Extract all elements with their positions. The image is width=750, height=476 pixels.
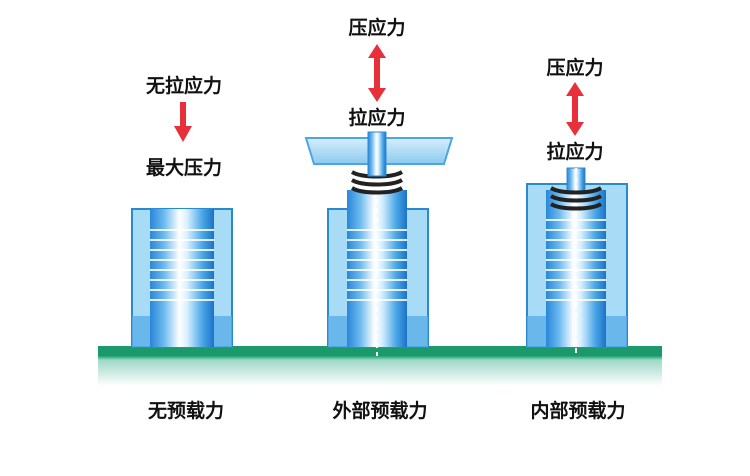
- label-mid-pressure: 压应力: [348, 16, 405, 39]
- cylinder-internal-preload: [526, 167, 628, 356]
- caption-internal-preload: 内部预载力: [530, 399, 625, 422]
- arrow-down: [174, 102, 192, 142]
- label-max-pressure: 最大压力: [146, 156, 222, 179]
- arrow-double-right: [566, 82, 584, 136]
- spring-internal: [549, 186, 603, 211]
- external-clamp-plate: [304, 131, 454, 177]
- label-no-tension: 无拉应力: [146, 74, 222, 97]
- cylinder-external-preload: [327, 190, 429, 356]
- label-mid-tension: 拉应力: [348, 106, 405, 129]
- ground-top-band: [98, 346, 662, 356]
- arrow-double-middle: [368, 44, 386, 102]
- label-right-tension: 拉应力: [546, 140, 603, 163]
- label-right-pressure: 压应力: [546, 56, 603, 79]
- caption-external-preload: 外部预载力: [332, 399, 427, 422]
- cylinder-no-preload: [131, 208, 233, 348]
- caption-no-preload: 无预载力: [148, 399, 224, 422]
